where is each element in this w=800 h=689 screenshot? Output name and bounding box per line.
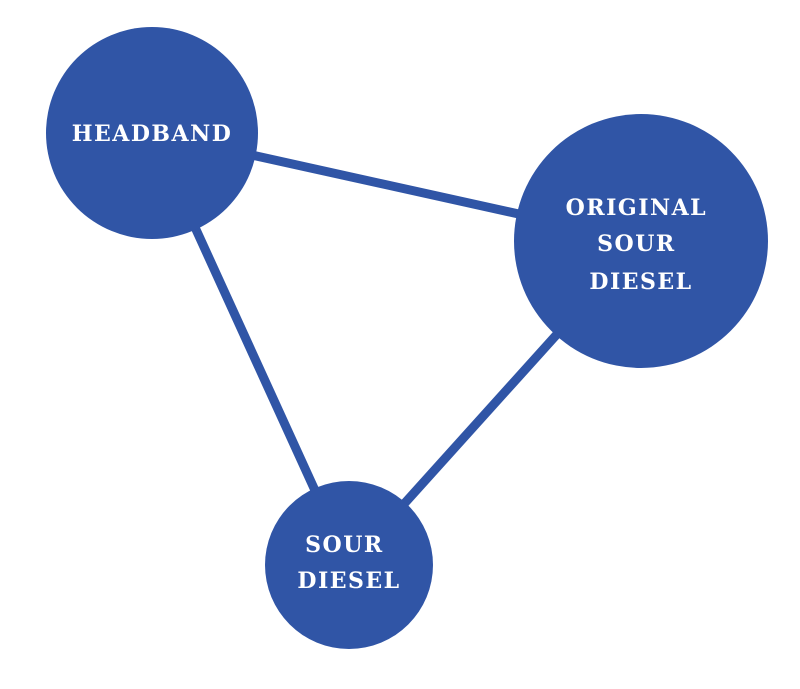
node-headband-label: HEADBAND xyxy=(72,121,233,147)
node-sour-diesel-circle xyxy=(265,481,433,649)
node-original-sour-diesel-label-line: DIESEL xyxy=(589,269,692,295)
node-sour-diesel-label-line: DIESEL xyxy=(297,568,400,594)
node-original-sour-diesel-label-line: SOUR xyxy=(597,231,676,257)
nodes-group: HEADBAND ORIGINAL SOUR DIESEL SOUR DIESE… xyxy=(46,27,768,649)
node-headband-circle xyxy=(46,27,258,239)
node-original-sour-diesel-label: ORIGINAL SOUR DIESEL xyxy=(566,195,717,295)
node-original-sour-diesel-label-line: ORIGINAL xyxy=(566,195,707,221)
node-sour-diesel[interactable]: SOUR DIESEL xyxy=(265,481,433,649)
node-sour-diesel-label-line: SOUR xyxy=(305,532,384,558)
node-sour-diesel-label: SOUR DIESEL xyxy=(297,532,400,594)
node-headband-label-line: HEADBAND xyxy=(72,121,233,147)
node-headband[interactable]: HEADBAND xyxy=(46,27,258,239)
node-original-sour-diesel-circle xyxy=(514,114,768,368)
node-original-sour-diesel[interactable]: ORIGINAL SOUR DIESEL xyxy=(514,114,768,368)
